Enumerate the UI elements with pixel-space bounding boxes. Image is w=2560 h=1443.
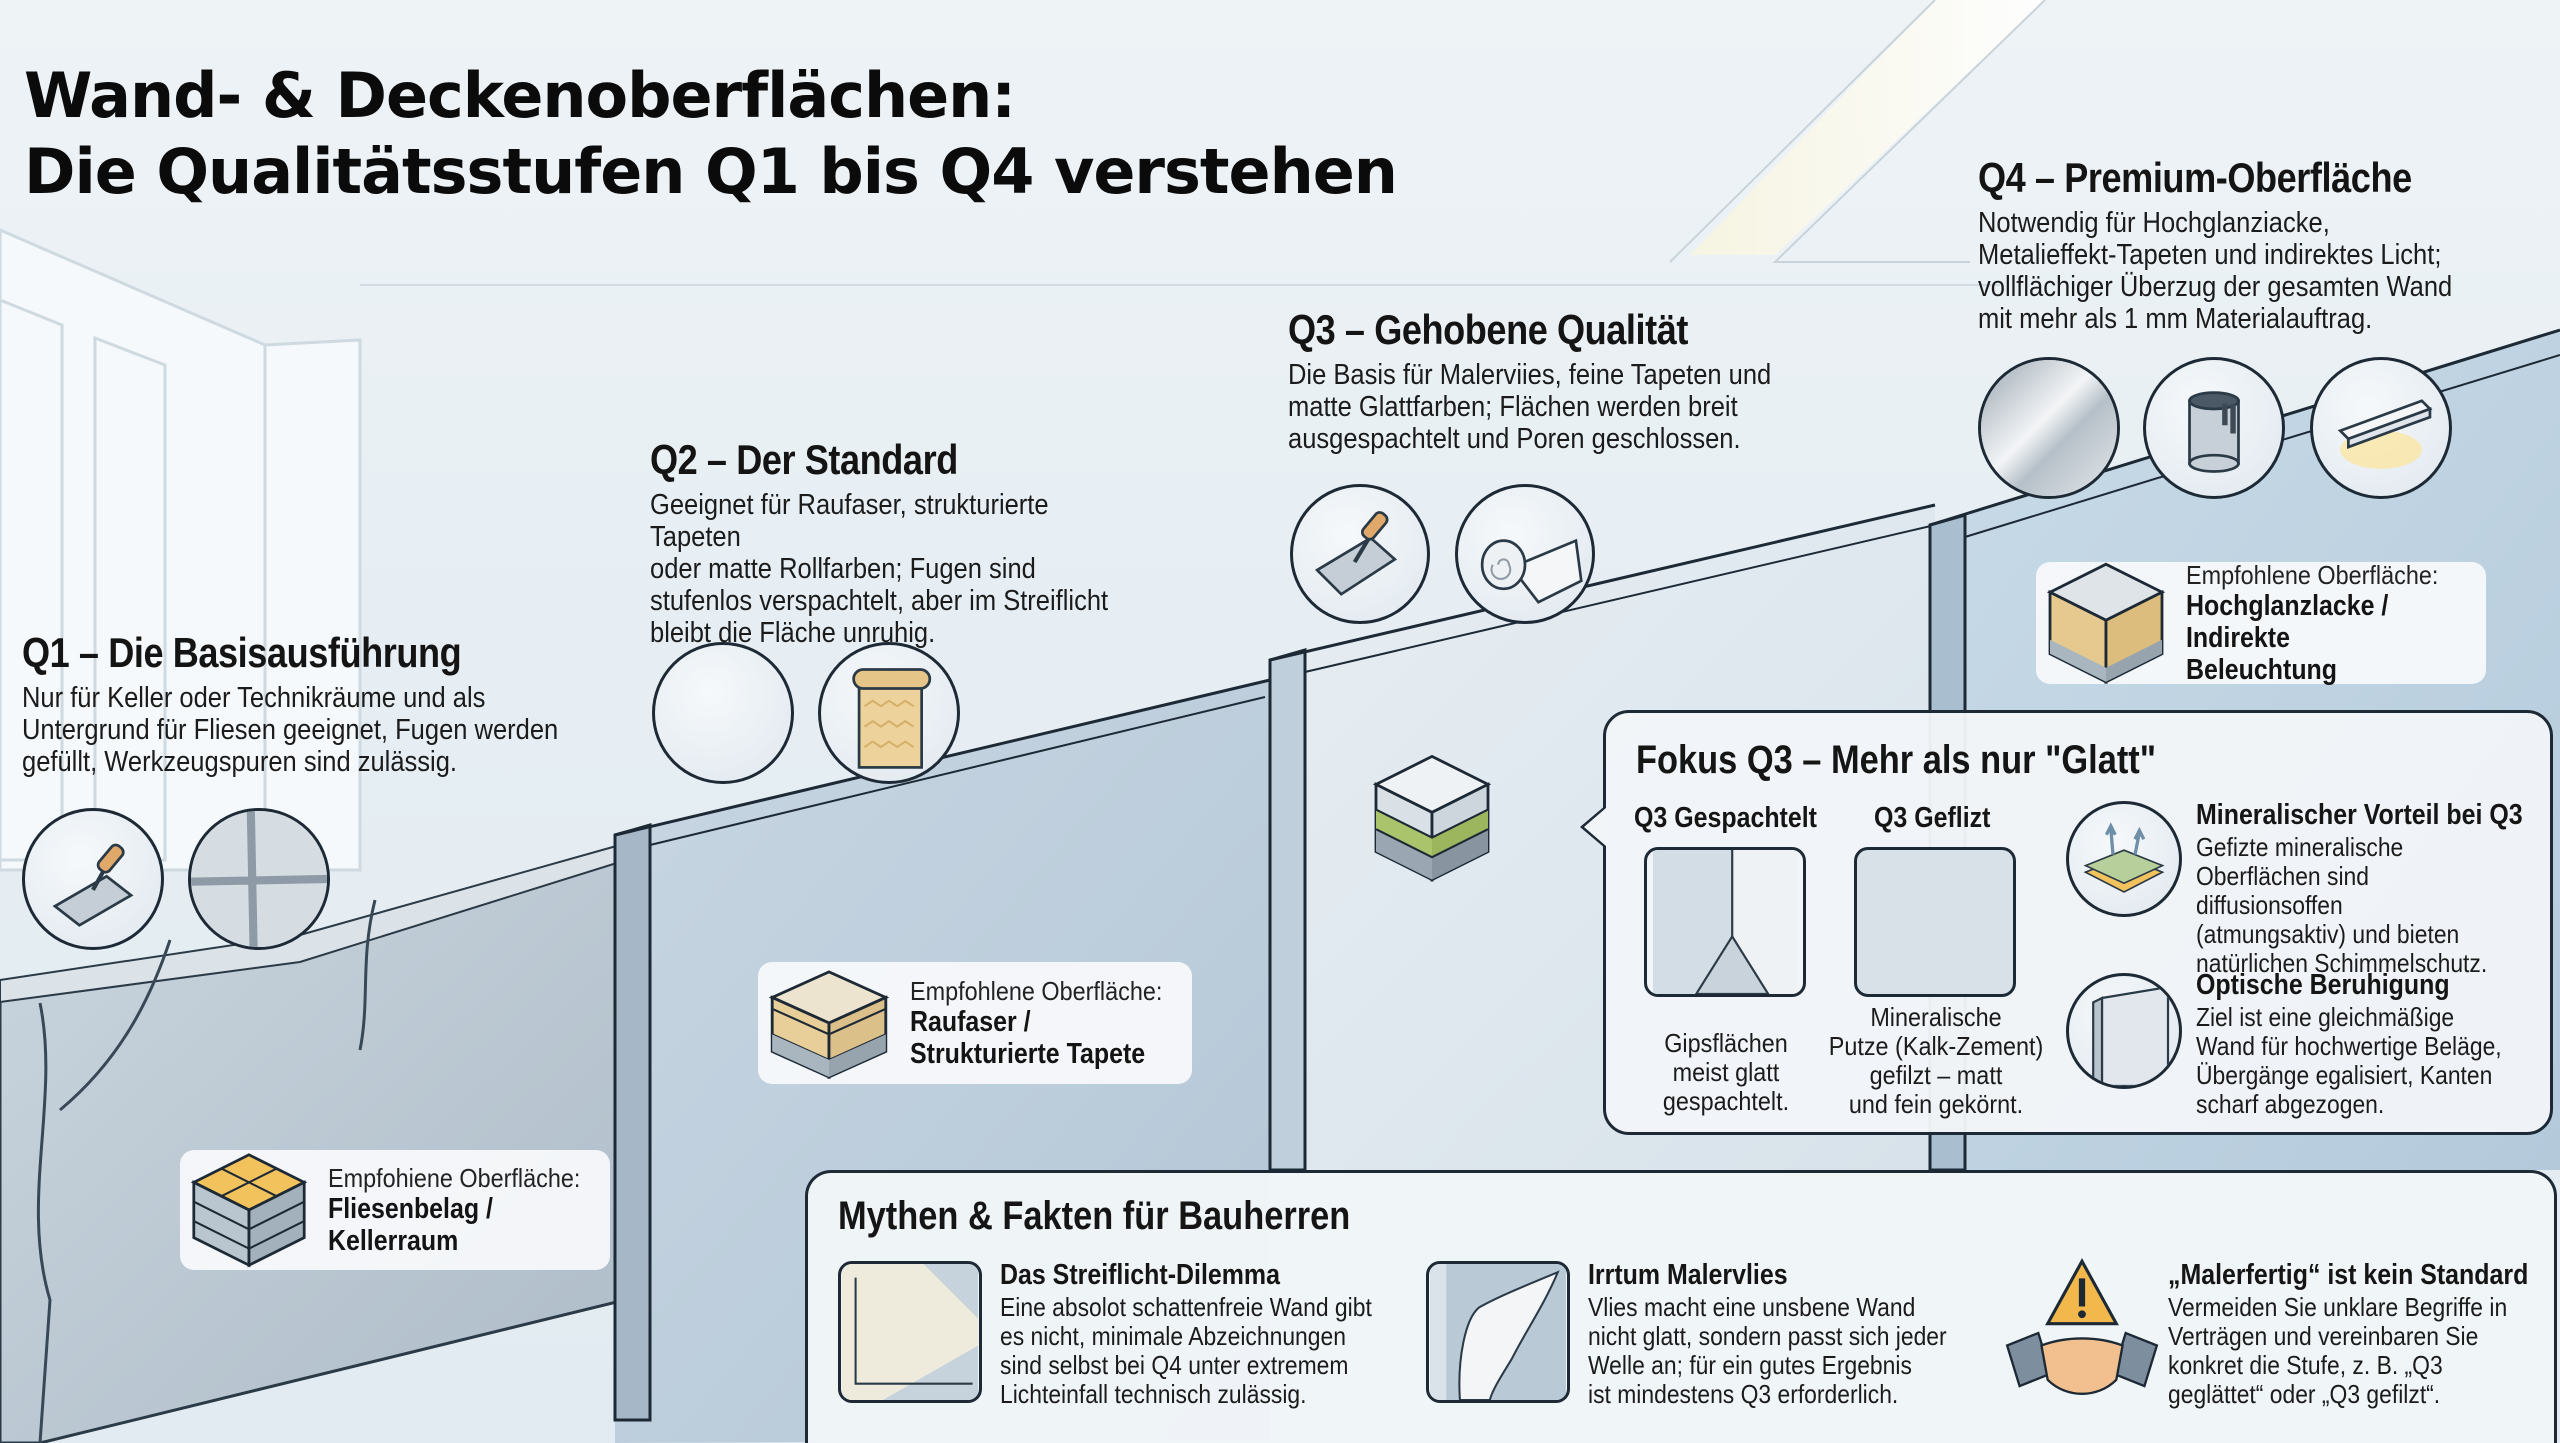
notched-trowel-icon: [22, 808, 164, 950]
level-q1-heading: Q1 – Die Basisausführung: [22, 629, 462, 676]
warning-handshake-icon: [2005, 1258, 2159, 1396]
fleece-roll-icon: [1455, 484, 1595, 624]
level-q3-description: Die Basis für Malerviies, feine Tapeten …: [1288, 359, 1772, 455]
variant-gefilzt-caption: Mineralische Putze (Kalk-Zement) gefilzt…: [1828, 1002, 2044, 1119]
sharp-edge-panel-icon: [2066, 973, 2182, 1089]
recommendation-q4-label: Empfohlene Oberfläche:: [2186, 560, 2439, 590]
level-q2: Q2 – Der Standard Geeignet für Raufaser,…: [650, 435, 1210, 649]
recommendation-q2-label: Empfohlene Oberfläche:: [910, 976, 1163, 1006]
variant-gefilzt-title: Q3 Geflizt: [1874, 802, 1991, 834]
myth-2-title: Irrtum Malervlies: [1588, 1259, 1788, 1291]
recommendation-q1: Empfohiene Oberfläche: Fliesenbelag / Ke…: [180, 1150, 610, 1270]
myths-heading: Mythen & Fakten für Bauherren: [838, 1194, 1351, 1238]
level-q1: Q1 – Die Basisausführung Nur für Keller …: [22, 628, 642, 778]
myth-1-text: Eine absolot schattenfreie Wand gibt es …: [1000, 1292, 1372, 1409]
callout-pointer: [1580, 805, 1606, 849]
tile-joint-icon: [188, 808, 330, 950]
myth-3-text: Vermeiden Sie unklare Begriffe in Verträ…: [2168, 1292, 2508, 1409]
grazing-light-icon: [838, 1261, 982, 1403]
focus-q3-panel: Fokus Q3 – Mehr als nur "Glatt" Q3 Gespa…: [1580, 710, 2553, 1135]
recommendation-q4-value: Hochglanzlacke / Indirekte Beleuchtung: [2186, 590, 2389, 686]
woodchip-wallpaper-roll-icon: [818, 642, 960, 784]
gefilzt-sample-icon: [1854, 847, 2016, 997]
paint-can-icon: [2143, 357, 2285, 499]
myth-2-text: Vlies macht eine unsbene Wand nicht glat…: [1588, 1292, 1947, 1409]
fact-mineral-text: Gefizte mineralische Oberflächen sind di…: [2196, 832, 2488, 978]
title-line-2: Die Qualitätsstufen Q1 bis Q4 verstehen: [24, 135, 1398, 208]
glossy-layers-cube-icon: [2046, 562, 2166, 685]
metallic-surface-icon: [1978, 357, 2120, 499]
level-q2-heading: Q2 – Der Standard: [650, 436, 958, 483]
smooth-surface-icon: [652, 642, 794, 784]
focus-q3-heading: Fokus Q3 – Mehr als nur "Glatt": [1636, 738, 2157, 782]
smoothing-trowel-icon: [1290, 484, 1430, 624]
level-q4-heading: Q4 – Premium-Oberfläche: [1978, 154, 2412, 201]
title-line-1: Wand- & Deckenoberflächen:: [24, 59, 1016, 132]
recommendation-q2-value: Raufaser / Strukturierte Tapete: [910, 1006, 1146, 1070]
peeling-fleece-icon: [1426, 1261, 1570, 1403]
recommendation-q1-value: Fliesenbelag / Kellerraum: [328, 1193, 493, 1257]
indirect-light-cove-icon: [2310, 357, 2452, 499]
variant-gespachtelt-caption: Gipsflächen meist glatt gespachtelt.: [1662, 1028, 1790, 1116]
myths-facts-panel: Mythen & Fakten für Bauherren Das Streif…: [805, 1170, 2557, 1443]
page-title: Wand- & Deckenoberflächen: Die Qualitäts…: [24, 58, 1398, 210]
recommendation-q1-label: Empfohiene Oberfläche:: [328, 1163, 581, 1193]
gespachtelt-sample-icon: [1644, 847, 1806, 997]
q3-layers-cube-icon: [1372, 754, 1492, 882]
recommendation-q4: Empfohlene Oberfläche: Hochglanzlacke / …: [2036, 560, 2486, 686]
breathable-layers-icon: [2066, 801, 2182, 917]
level-q4-description: Notwendig für Hochglanziacke, Metalieffe…: [1978, 207, 2453, 335]
fact-mineral-title: Mineralischer Vorteil bei Q3: [2196, 799, 2523, 831]
level-q2-description: Geeignet für Raufaser, strukturierte Tap…: [650, 489, 1109, 649]
recommendation-q2: Empfohlene Oberfläche: Raufaser / Strukt…: [758, 962, 1192, 1084]
myth-1-title: Das Streiflicht-Dilemma: [1000, 1259, 1280, 1291]
level-q4: Q4 – Premium-Oberfläche Notwendig für Ho…: [1978, 153, 2558, 335]
level-q3-heading: Q3 – Gehobene Qualität: [1288, 306, 1688, 353]
level-q1-description: Nur für Keller oder Technikräume und als…: [22, 682, 559, 778]
fact-optics-text: Ziel ist eine gleichmäßige Wand für hoch…: [2196, 1002, 2502, 1119]
level-q3: Q3 – Gehobene Qualität Die Basis für Mal…: [1288, 305, 1848, 455]
woodchip-layers-cube-icon: [768, 970, 890, 1080]
fact-optics-title: Optische Beruhigung: [2196, 969, 2450, 1001]
variant-gespachtelt-title: Q3 Gespachtelt: [1634, 802, 1817, 834]
tile-layers-cube-icon: [190, 1153, 308, 1268]
myth-3-title: „Malerfertig“ ist kein Standard: [2168, 1259, 2529, 1291]
